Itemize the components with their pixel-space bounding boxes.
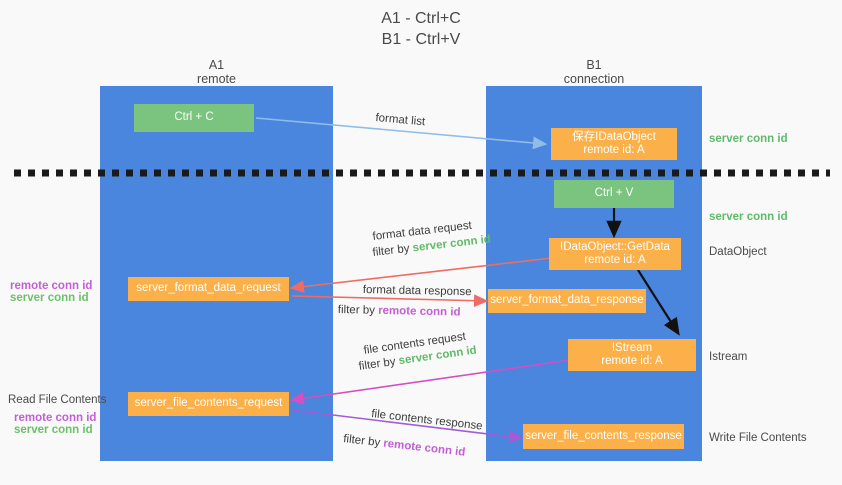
box-getdata-line2: remote id: A — [584, 254, 646, 266]
lane-a1-subtitle: remote — [197, 72, 236, 86]
lane-header-b1: B1 connection — [486, 58, 702, 86]
box-server-file-contents-request[interactable]: server_file_contents_request — [128, 392, 289, 416]
label-server-conn-id-top: server conn id — [709, 133, 788, 145]
label-dataobject: DataObject — [709, 246, 767, 258]
arrow-format-list — [255, 117, 548, 150]
arrow-file-contents-response — [291, 409, 524, 443]
label-server-conn-id-mid: server conn id — [709, 211, 788, 223]
box-server-format-data-request[interactable]: server_format_data_request — [128, 277, 289, 301]
arrow-label-format-data-response-filter: filter by remote conn id — [338, 304, 461, 319]
arrow-label-format-data-response: format data response — [362, 284, 472, 299]
box-ctrl-c-label: Ctrl + C — [174, 111, 214, 124]
lane-b1-subtitle: connection — [563, 72, 625, 86]
filter-value-remote-conn-id: remote conn id — [378, 304, 461, 319]
box-ctrl-v-label: Ctrl + V — [594, 187, 634, 200]
box-istream[interactable]: IStream remote id: A — [568, 339, 696, 371]
page-title: A1 - Ctrl+C B1 - Ctrl+V — [0, 8, 842, 50]
label-remote-conn-id-mid: remote conn id — [10, 280, 93, 292]
label-remote-conn-id-low: remote conn id — [14, 412, 97, 424]
box-getdata-line1: IDataObject::GetData — [560, 240, 670, 253]
arrow-format-data-request — [289, 257, 553, 293]
label-istream: Istream — [709, 351, 748, 363]
box-server-format-data-request-label: server_format_data_request — [136, 282, 281, 295]
box-server-file-contents-request-label: server_file_contents_request — [134, 397, 283, 410]
box-server-format-data-response[interactable]: server_format_data_response — [488, 289, 646, 313]
label-write-file-contents: Write File Contents — [709, 432, 807, 444]
arrow-file-contents-request — [289, 359, 571, 405]
box-save-idataobject[interactable]: 保存IDataObject remote id: A — [551, 128, 677, 160]
title-line-1: A1 - Ctrl+C — [381, 10, 461, 27]
label-read-file-contents: Read File Contents — [8, 394, 107, 406]
title-line-2: B1 - Ctrl+V — [381, 31, 461, 48]
box-ctrl-v[interactable]: Ctrl + V — [554, 180, 674, 208]
box-server-file-contents-response[interactable]: server_file_contents_response — [523, 424, 684, 449]
arrow-getdata-istream — [637, 269, 680, 336]
arrow-format-data-response — [291, 294, 489, 308]
box-ctrl-c[interactable]: Ctrl + C — [134, 104, 254, 132]
box-idataobject-getdata[interactable]: IDataObject::GetData remote id: A — [549, 238, 681, 270]
box-server-format-data-response-label: server_format_data_response — [490, 294, 644, 307]
box-server-file-contents-response-label: server_file_contents_response — [525, 429, 682, 442]
label-server-conn-id-left-mid: server conn id — [10, 292, 89, 304]
box-save-idataobject-line1: 保存IDataObject — [572, 130, 656, 143]
lane-header-a1: A1 remote — [100, 58, 333, 86]
lane-a1-name: A1 — [208, 58, 225, 72]
box-save-idataobject-line2: remote id: A — [583, 144, 645, 156]
lane-b1-name: B1 — [586, 58, 602, 72]
label-server-conn-id-low: server conn id — [14, 424, 93, 436]
box-istream-line2: remote id: A — [601, 355, 663, 367]
box-istream-line1: IStream — [611, 341, 653, 354]
filter-prefix: filter by — [337, 304, 379, 317]
